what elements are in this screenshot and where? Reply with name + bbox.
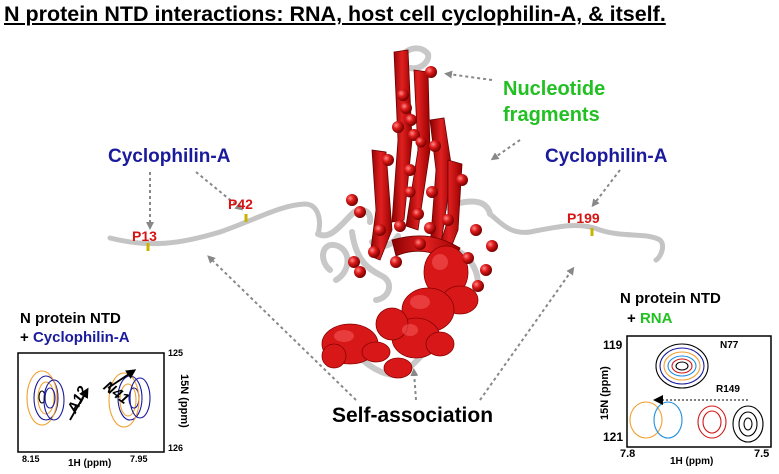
left-x-axis-label: 1H (ppm): [68, 458, 112, 469]
cyclophilin-label-right: Cyclophilin-A: [545, 146, 668, 167]
cyclophilin-label-left: Cyclophilin-A: [108, 146, 231, 167]
left-x-tick-2: 7.95: [130, 454, 148, 464]
left-y-tick-2: 126: [168, 443, 184, 453]
figure-title: N protein NTD interactions: RNA, host ce…: [4, 2, 666, 26]
right-x-tick-2: 7.5: [754, 448, 770, 460]
right-x-axis-label: 1H (ppm): [670, 456, 714, 467]
left-panel-heading-line2: + Cyclophilin-A: [20, 329, 130, 346]
n-terminal-coil: [107, 201, 322, 247]
self-association-label: Self-association: [332, 404, 494, 427]
residue-label-p199: P199: [567, 210, 600, 226]
residue-label-p42: P42: [228, 196, 253, 212]
right-y-tick-1: 119: [603, 338, 623, 352]
c-terminal-coil: [487, 211, 665, 263]
left-nmr-panel: [17, 352, 165, 453]
right-x-tick-1: 7.8: [620, 448, 636, 460]
right-nmr-panel: [626, 335, 772, 448]
right-y-axis-label: 15N (ppm): [599, 366, 611, 420]
right-peak-b-label: R149: [716, 384, 740, 395]
nucleotide-spheres: [346, 66, 498, 292]
left-x-tick-1: 8.15: [22, 454, 40, 464]
nucleotide-label-line2: fragments: [503, 104, 600, 126]
right-panel-heading-line2: + RNA: [627, 310, 673, 327]
left-y-axis-label: 15N (ppm): [178, 374, 190, 428]
left-panel-partner: Cyclophilin-A: [32, 329, 130, 346]
left-y-tick-1: 125: [168, 348, 184, 358]
right-y-tick-2: 121: [603, 430, 624, 444]
right-panel-partner: RNA: [639, 310, 673, 327]
right-panel-heading-line1: N protein NTD: [620, 290, 721, 307]
left-panel-heading-line1: N protein NTD: [20, 310, 121, 327]
residue-label-p13: P13: [132, 228, 157, 244]
annotation-arrows: [146, 70, 621, 401]
nucleotide-label-line1: Nucleotide: [503, 78, 606, 100]
right-peak-a-label: N77: [720, 340, 739, 351]
